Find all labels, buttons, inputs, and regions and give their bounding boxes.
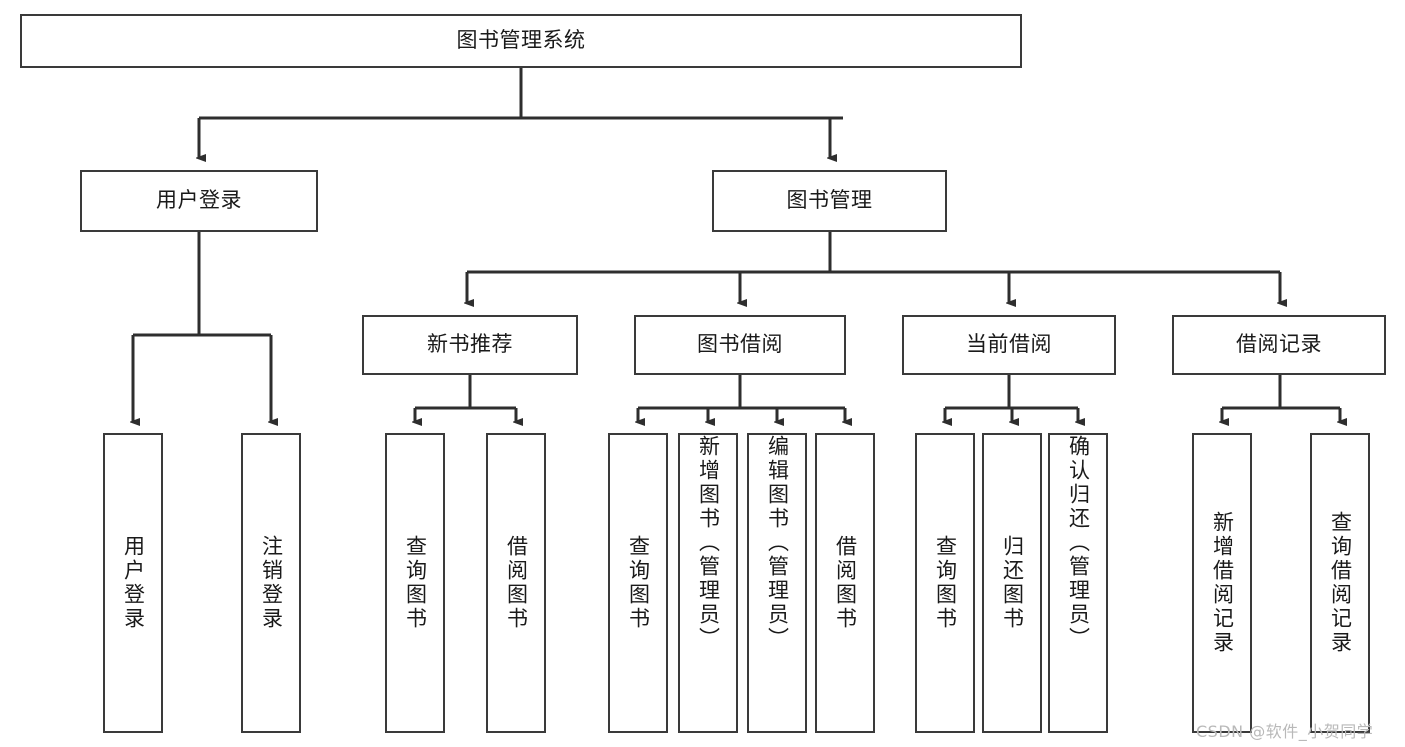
node-label: 查询图书	[933, 535, 958, 631]
leaf-borrow-query-book[interactable]: 查询图书	[608, 433, 668, 733]
leaf-user-login-logout[interactable]: 注销登录	[241, 433, 301, 733]
node-book-management[interactable]: 图书管理	[712, 170, 947, 232]
node-root-system[interactable]: 图书管理系统	[20, 14, 1022, 68]
leaf-current-confirm-return-admin[interactable]: 确认归还（管理员）	[1048, 433, 1108, 733]
node-label: 查询借阅记录	[1328, 511, 1353, 655]
node-label: 注销登录	[259, 535, 284, 631]
node-label: 编辑图书（管理员）	[765, 435, 790, 651]
node-label: 查询图书	[626, 535, 651, 631]
node-book-borrow[interactable]: 图书借阅	[634, 315, 846, 375]
node-label: 借阅图书	[504, 535, 529, 631]
leaf-record-add-record[interactable]: 新增借阅记录	[1192, 433, 1252, 733]
node-label: 借阅记录	[1236, 332, 1322, 357]
node-current-borrow[interactable]: 当前借阅	[902, 315, 1116, 375]
csdn-watermark: CSDN @软件_小贺同学	[1196, 722, 1374, 741]
node-label: 新增图书（管理员）	[696, 435, 721, 651]
node-label: 确认归还（管理员）	[1066, 435, 1091, 651]
node-label: 用户登录	[156, 188, 242, 213]
leaf-user-login-login[interactable]: 用户登录	[103, 433, 163, 733]
node-label: 图书借阅	[697, 332, 783, 357]
leaf-current-query-book[interactable]: 查询图书	[915, 433, 975, 733]
node-label: 新书推荐	[427, 332, 513, 357]
node-new-book-recommend[interactable]: 新书推荐	[362, 315, 578, 375]
node-borrow-record[interactable]: 借阅记录	[1172, 315, 1386, 375]
node-label: 当前借阅	[966, 332, 1052, 357]
node-user-login[interactable]: 用户登录	[80, 170, 318, 232]
node-label: 新增借阅记录	[1210, 511, 1235, 655]
leaf-borrow-add-book-admin[interactable]: 新增图书（管理员）	[678, 433, 738, 733]
node-label: 图书管理	[786, 188, 873, 213]
node-label: 借阅图书	[833, 535, 858, 631]
leaf-record-query-record[interactable]: 查询借阅记录	[1310, 433, 1370, 733]
node-label: 用户登录	[121, 535, 146, 631]
leaf-recommend-query-book[interactable]: 查询图书	[385, 433, 445, 733]
leaf-borrow-edit-book-admin[interactable]: 编辑图书（管理员）	[747, 433, 807, 733]
leaf-current-return-book[interactable]: 归还图书	[982, 433, 1042, 733]
node-label: 归还图书	[1000, 535, 1025, 631]
leaf-borrow-borrow-book[interactable]: 借阅图书	[815, 433, 875, 733]
leaf-recommend-borrow-book[interactable]: 借阅图书	[486, 433, 546, 733]
node-label: 图书管理系统	[456, 28, 586, 53]
node-label: 查询图书	[403, 535, 428, 631]
